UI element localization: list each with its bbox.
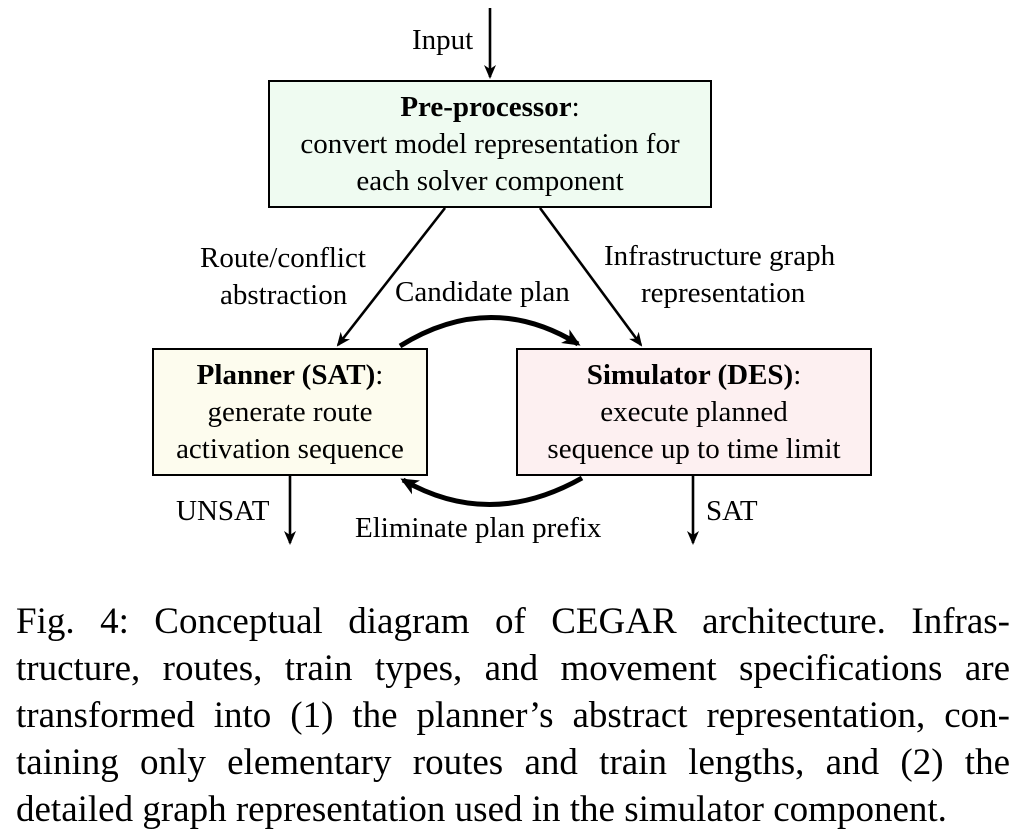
- route-conflict-arrow: [336, 207, 447, 347]
- caption-line-1: Fig. 4: Conceptual diagram of CEGAR arch…: [16, 601, 1010, 642]
- planner-line1: generate route: [207, 395, 373, 428]
- caption-line-5: detailed graph representation used in th…: [16, 789, 947, 830]
- caption-line-3: transformed into (1) the planner’s abstr…: [16, 695, 1010, 736]
- planner-line2: activation sequence: [176, 432, 404, 465]
- caption-line-4: taining only elementary routes and train…: [16, 742, 1010, 783]
- candidate-plan-arrow: [398, 315, 581, 349]
- simulator-line2: sequence up to time limit: [547, 432, 841, 465]
- simulator-box: Simulator (DES): execute planned sequenc…: [516, 348, 872, 476]
- preprocessor-box: Pre-processor: convert model representat…: [268, 80, 712, 208]
- planner-title: Planner (SAT): [196, 358, 376, 391]
- eliminate-prefix-label: Eliminate plan prefix: [355, 512, 602, 544]
- route-conflict-label-line1: Route/conflict: [200, 242, 366, 274]
- preprocessor-line2: each solver component: [356, 164, 624, 197]
- unsat-label: UNSAT: [176, 495, 270, 527]
- preprocessor-line1: convert model representation for: [300, 127, 680, 160]
- infrastructure-arrow: [538, 207, 643, 347]
- planner-box: Planner (SAT): generate route activation…: [152, 348, 428, 476]
- preprocessor-title: Pre-processor: [400, 90, 572, 123]
- caption-line-2: tructure, routes, train types, and movem…: [16, 648, 1010, 689]
- simulator-title: Simulator (DES): [586, 358, 794, 391]
- sat-label: SAT: [706, 495, 758, 527]
- figure-caption: Fig. 4: Conceptual diagram of CEGAR arch…: [16, 598, 1010, 833]
- eliminate-prefix-arrow: [400, 475, 584, 507]
- input-label: Input: [412, 24, 474, 56]
- infrastructure-label-line1: Infrastructure graph: [604, 240, 836, 272]
- route-conflict-label-line2: abstraction: [220, 279, 348, 311]
- candidate-plan-label: Candidate plan: [395, 276, 570, 308]
- simulator-line1: execute planned: [600, 395, 788, 428]
- infrastructure-label-line2: representation: [641, 277, 806, 309]
